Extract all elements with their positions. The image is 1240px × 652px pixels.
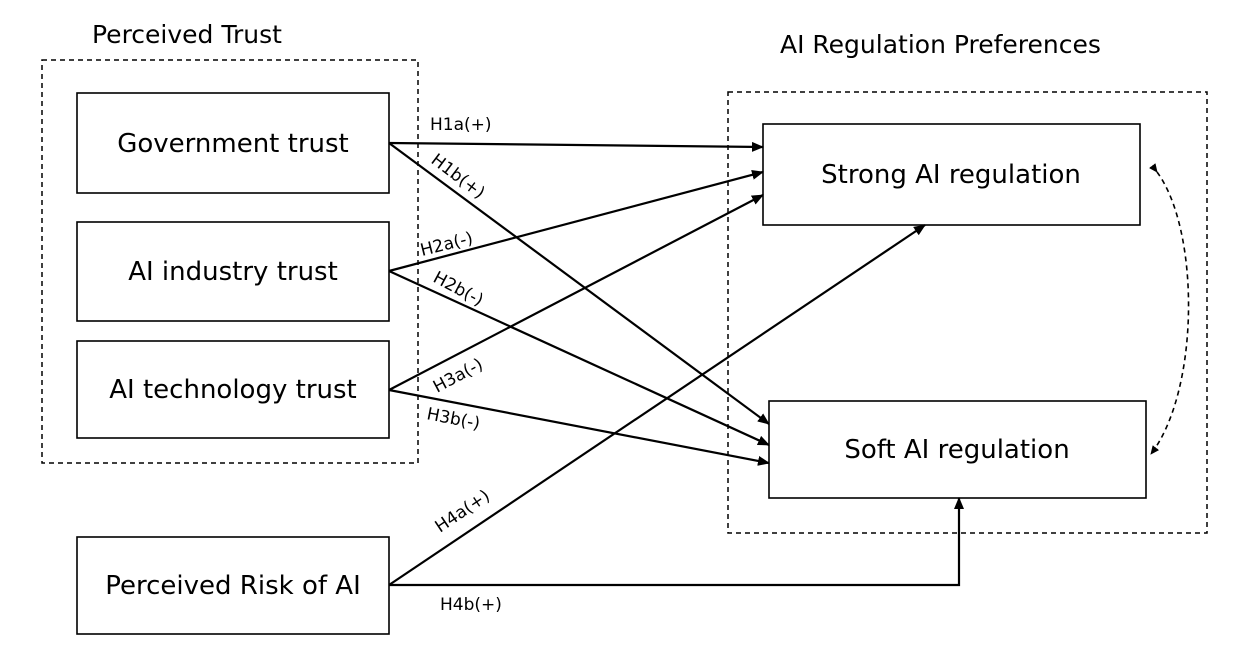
hypothesis-h4a-label: H4a(+) [432, 486, 494, 537]
soft-regulation-label: Soft AI regulation [844, 435, 1069, 465]
soft-regulation-box [768, 400, 1147, 499]
perceived-trust-group-frame [41, 59, 419, 464]
strong-regulation-label: Strong AI regulation [821, 160, 1081, 190]
ai-technology-trust-label: AI technology trust [109, 375, 356, 405]
path-h4a-arrow [388, 224, 926, 586]
ai-industry-trust-label: AI industry trust [128, 257, 338, 287]
hypothesis-h3a-label: H3a(-) [430, 355, 487, 398]
government-trust-label: Government trust [117, 129, 349, 159]
ai-industry-trust-box [76, 221, 390, 322]
path-h4b-arrow [389, 497, 964, 587]
regulation-preferences-title: AI Regulation Preferences [780, 30, 1101, 59]
hypothesis-h3b-label: H3b(-) [425, 404, 482, 434]
hypothesis-h2b-label: H2b(-) [430, 268, 487, 311]
path-h1a-arrow [388, 141, 764, 152]
strong-regulation-box [762, 123, 1141, 226]
perceived-risk-box [76, 536, 390, 635]
perceived-risk-label: Perceived Risk of AI [105, 571, 360, 601]
hypothesis-h1a-label: H1a(+) [430, 115, 492, 135]
path-h1b-arrow [388, 142, 770, 425]
regulation-covariance-arrow [1149, 163, 1190, 455]
hypothesis-h4b-label: H4b(+) [440, 595, 502, 615]
path-h3b-arrow [388, 388, 770, 466]
path-h3a-arrow [388, 194, 764, 391]
government-trust-box [76, 92, 390, 194]
path-h2b-arrow [388, 269, 770, 447]
ai-technology-trust-box [76, 340, 390, 439]
perceived-trust-title: Perceived Trust [92, 20, 282, 49]
path-h2a-arrow [388, 169, 764, 273]
